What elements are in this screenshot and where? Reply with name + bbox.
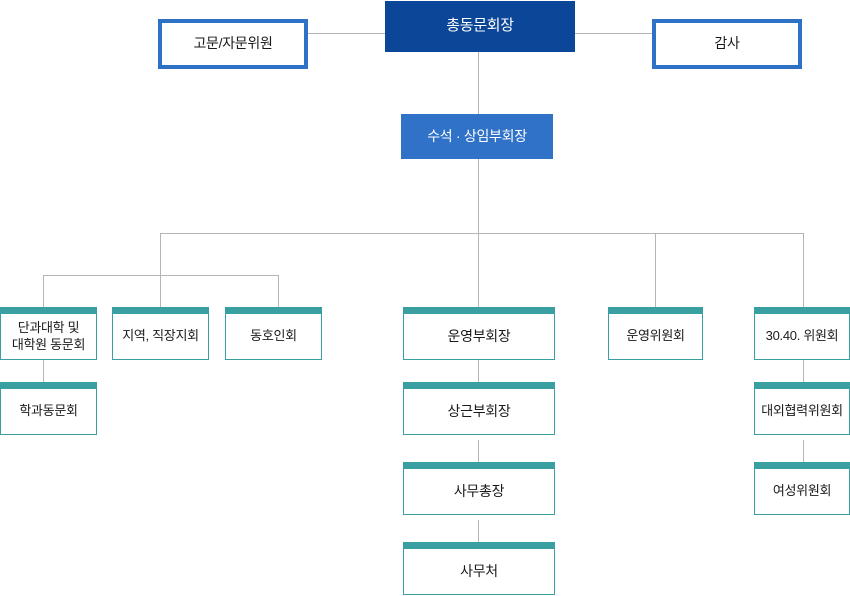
node-standing-vp[interactable]: 상근부회장 bbox=[403, 382, 555, 435]
connector-standing-vp-to-secretary-general bbox=[478, 440, 479, 462]
node-regional-branch[interactable]: 지역, 직장지회 bbox=[112, 307, 209, 360]
node-college-alumni-label: 단과대학 및 대학원 동문회 bbox=[11, 320, 86, 352]
node-secretary-general[interactable]: 사무총장 bbox=[403, 462, 555, 515]
node-secretariat-label: 사무처 bbox=[460, 562, 498, 579]
connector-subbus-to-club-association bbox=[278, 275, 279, 307]
node-operations-vp-label: 운영부회장 bbox=[447, 327, 511, 344]
connector-college-to-department-alumni bbox=[43, 360, 44, 382]
connector-main-bus-to-3040-committee bbox=[803, 233, 804, 307]
node-president-label: 총동문회장 bbox=[446, 17, 514, 35]
connector-main-bus bbox=[160, 233, 804, 234]
connector-main-bus-to-operations-committee bbox=[655, 233, 656, 307]
node-operations-committee-label: 운영위원회 bbox=[626, 328, 685, 344]
connector-3040-to-external-affairs bbox=[803, 360, 804, 382]
node-advisor[interactable]: 고문/자문위원 bbox=[158, 19, 308, 69]
node-club-association[interactable]: 동호인회 bbox=[225, 307, 322, 360]
node-secretariat[interactable]: 사무처 bbox=[403, 542, 555, 595]
node-3040-committee[interactable]: 30.40. 위원회 bbox=[754, 307, 850, 360]
node-auditor[interactable]: 감사 bbox=[652, 19, 802, 69]
node-external-affairs-committee-label: 대외협력위원회 bbox=[761, 403, 843, 419]
node-standing-vp-label: 상근부회장 bbox=[447, 402, 511, 419]
node-advisor-label: 고문/자문위원 bbox=[193, 35, 273, 52]
connector-operations-vp-to-standing-vp bbox=[478, 360, 479, 382]
connector-left-subbus bbox=[43, 275, 279, 276]
node-3040-committee-label: 30.40. 위원회 bbox=[765, 328, 839, 344]
connector-subbus-to-college-alumni bbox=[43, 275, 44, 307]
connector-main-bus-to-operations-vp bbox=[478, 233, 479, 307]
node-auditor-label: 감사 bbox=[714, 35, 740, 52]
node-president[interactable]: 총동문회장 bbox=[385, 1, 575, 52]
node-external-affairs-committee[interactable]: 대외협력위원회 bbox=[754, 382, 850, 435]
node-college-alumni[interactable]: 단과대학 및 대학원 동문회 bbox=[0, 307, 97, 360]
node-womens-committee[interactable]: 여성위원회 bbox=[754, 462, 850, 515]
connector-main-bus-to-left-subbus bbox=[160, 233, 161, 275]
connector-external-affairs-to-womens-committee bbox=[803, 440, 804, 462]
node-department-alumni[interactable]: 학과동문회 bbox=[0, 382, 97, 435]
node-regional-branch-label: 지역, 직장지회 bbox=[122, 328, 199, 344]
connector-advisor-to-president bbox=[307, 33, 385, 34]
node-operations-vp[interactable]: 운영부회장 bbox=[403, 307, 555, 360]
node-operations-committee[interactable]: 운영위원회 bbox=[608, 307, 703, 360]
connector-president-to-senior-vp bbox=[478, 52, 479, 114]
node-senior-vp[interactable]: 수석 · 상임부회장 bbox=[401, 114, 553, 159]
node-senior-vp-label: 수석 · 상임부회장 bbox=[427, 127, 527, 144]
node-womens-committee-label: 여성위원회 bbox=[772, 483, 832, 499]
connector-president-to-auditor bbox=[575, 33, 652, 34]
connector-subbus-to-regional-branch bbox=[160, 275, 161, 307]
connector-secretary-general-to-secretariat bbox=[478, 520, 479, 542]
connector-senior-vp-to-main-bus bbox=[478, 159, 479, 234]
node-secretary-general-label: 사무총장 bbox=[453, 482, 505, 499]
node-club-association-label: 동호인회 bbox=[250, 328, 297, 344]
node-department-alumni-label: 학과동문회 bbox=[19, 403, 78, 419]
